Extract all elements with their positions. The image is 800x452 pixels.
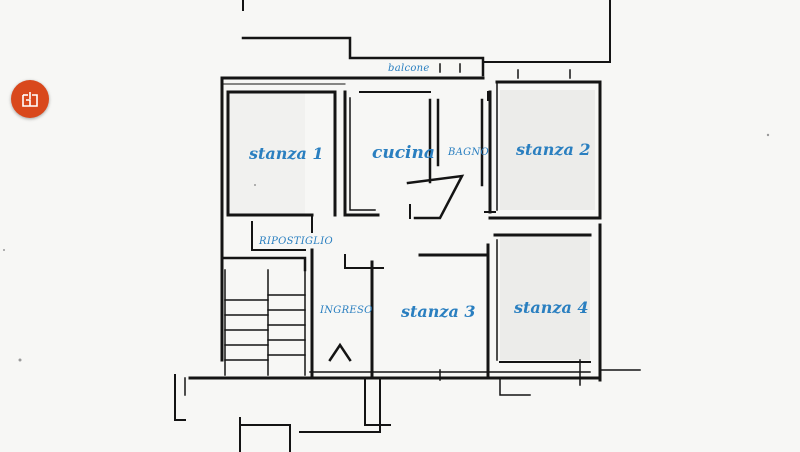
label-cucina: cucina (372, 143, 435, 163)
label-bagno: BAGNO (448, 147, 490, 158)
floorplan-badge-button[interactable] (11, 80, 49, 118)
label-ripostiglio: RIPOSTIGLIO (259, 236, 333, 247)
label-stanza-3: stanza 3 (401, 302, 476, 321)
floorplan-icon (22, 92, 38, 107)
label-stanza-1: stanza 1 (249, 144, 324, 163)
label-stanza-2: stanza 2 (516, 140, 591, 159)
label-ingreso: INGRESO (320, 305, 373, 316)
label-balcone: balcone (388, 63, 430, 74)
label-stanza-4: stanza 4 (514, 298, 589, 317)
walls (174, 0, 641, 452)
